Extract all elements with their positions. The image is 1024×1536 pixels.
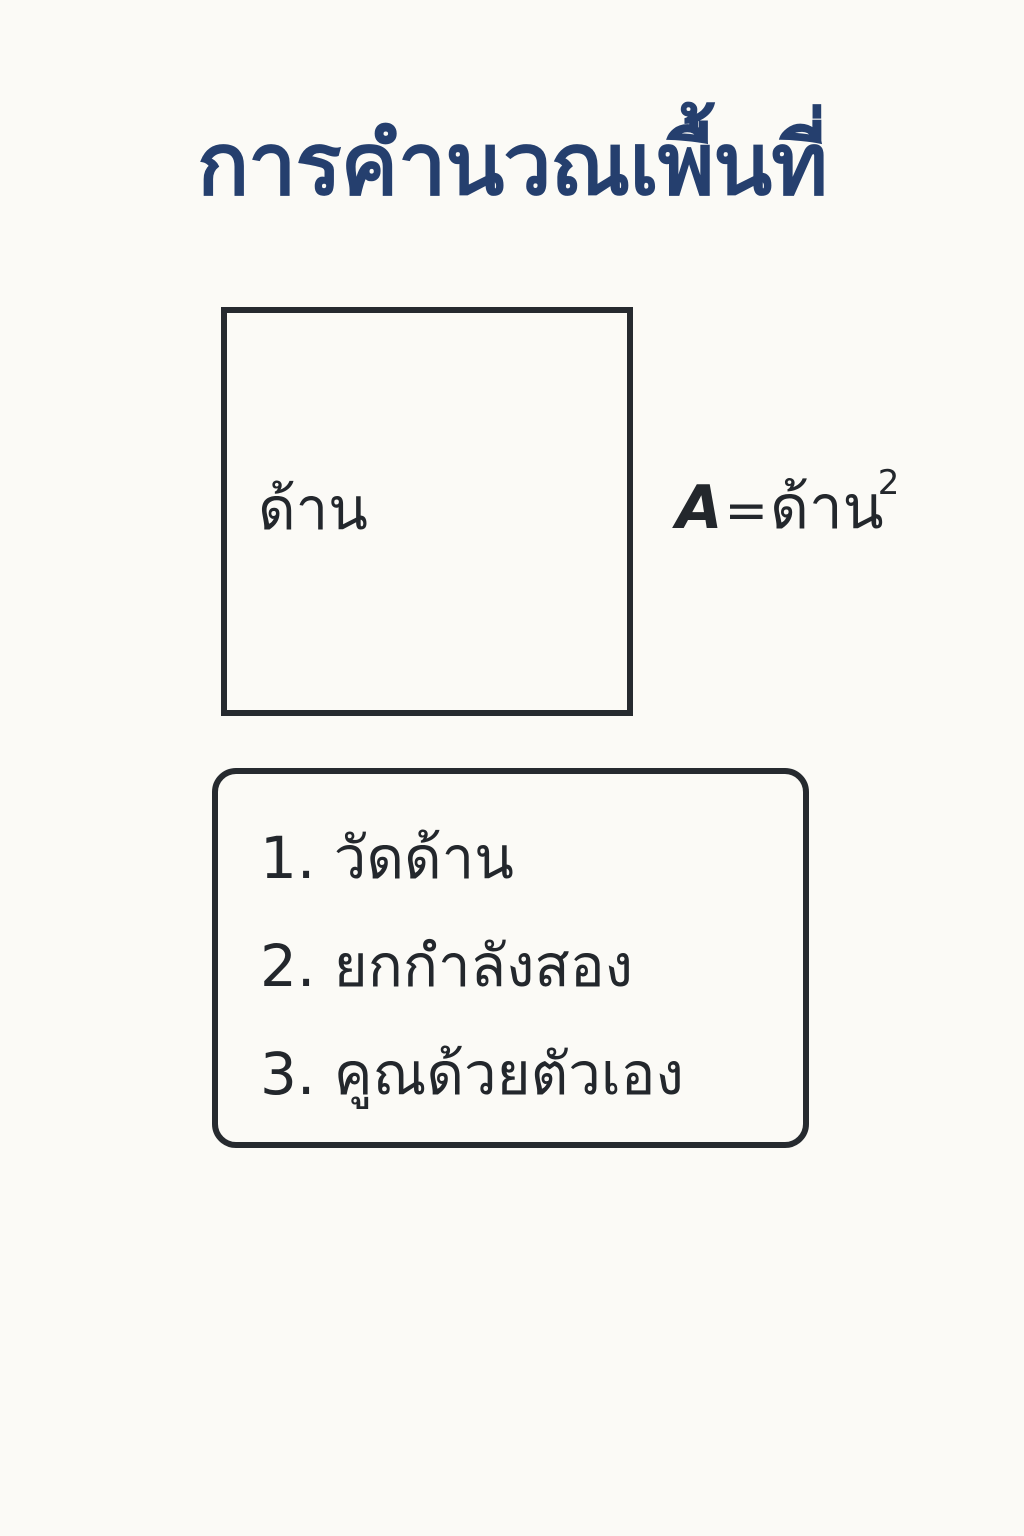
square-shape <box>221 307 633 716</box>
side-label: ด้าน <box>258 475 368 543</box>
step-item-1: 1. วัดด้าน <box>260 824 514 892</box>
formula-exponent: 2 <box>877 463 900 503</box>
steps-list: 1. วัดด้าน 2. ยกกำลังสอง 3. คูณด้วยตัวเอ… <box>260 818 684 1142</box>
step-item-2: 2. ยกกำลังสอง <box>260 932 633 1000</box>
area-formula: A=ด้าน2 <box>676 464 899 543</box>
page-title: การคำนวณเพื้นที่ <box>197 115 828 215</box>
steps-box <box>212 768 809 1148</box>
formula-variable: A <box>676 473 723 543</box>
step-item-3: 3. คูณด้วยตัวเอง <box>260 1040 684 1108</box>
formula-equals: = <box>724 481 769 541</box>
formula-expression: ด้าน <box>770 473 884 543</box>
